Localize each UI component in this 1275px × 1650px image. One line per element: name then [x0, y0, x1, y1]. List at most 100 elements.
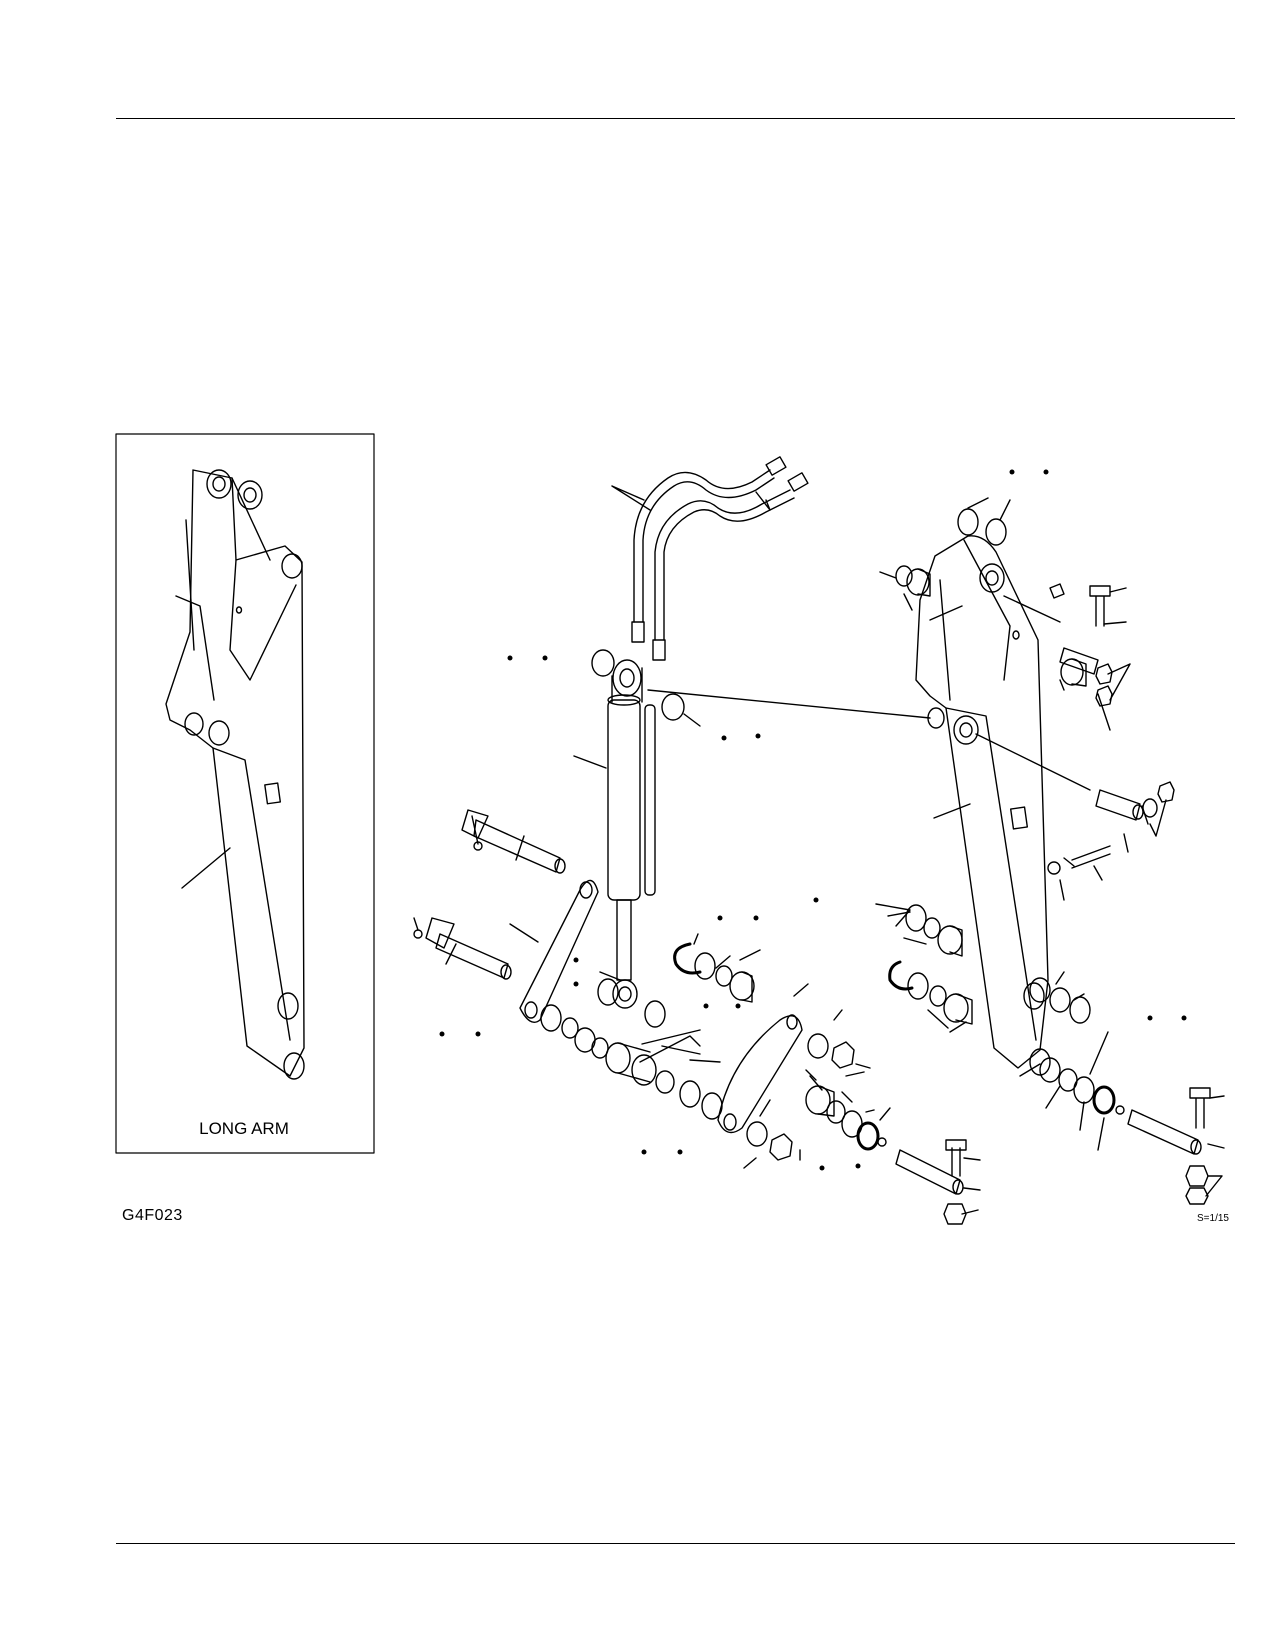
washer [591, 649, 615, 677]
o-ring [1092, 1085, 1116, 1115]
boom-bushing-mid [953, 715, 979, 745]
link-plate-right [717, 983, 871, 1169]
leader [743, 983, 865, 1169]
hose-fitting-1 [765, 456, 787, 476]
bottom-rule [116, 1543, 1235, 1544]
pin [1095, 789, 1141, 821]
nut [1185, 1187, 1209, 1205]
hose-2 [654, 489, 791, 641]
bushing-top-left [206, 469, 232, 499]
nut [1095, 663, 1113, 685]
inset-frame [115, 433, 375, 1154]
leader [509, 923, 539, 943]
washer [591, 1037, 609, 1059]
boom-body [915, 535, 1049, 1069]
washer [746, 1121, 768, 1147]
washer [1069, 996, 1091, 1024]
cylinder-head-eye [612, 659, 642, 697]
bushing-pivot-right [208, 720, 230, 746]
boom-bushing-bottom [1029, 1048, 1051, 1076]
nut [1157, 781, 1175, 803]
cylinder-tube-line [644, 704, 656, 896]
bushing [1029, 977, 1051, 1003]
center-bushing-stack [540, 933, 761, 1120]
snap-ring [888, 960, 914, 991]
washer [907, 972, 929, 1000]
washer [715, 965, 733, 987]
washer [597, 978, 619, 1006]
pin [1127, 1109, 1199, 1155]
leader [599, 933, 761, 1063]
washer [957, 508, 979, 536]
cylinder-rod-eye [612, 979, 638, 1009]
leader [809, 1075, 981, 1215]
boom-plate [1009, 806, 1029, 830]
washer [1049, 987, 1071, 1013]
hydraulic-hoses [611, 456, 809, 661]
snap-ring [673, 942, 702, 975]
bushing-top-right [237, 480, 263, 510]
leader [879, 571, 1167, 901]
grease-fitting [877, 1137, 887, 1147]
inset-label: LONG ARM [199, 1119, 289, 1138]
washer [1073, 1076, 1095, 1104]
arm-plate [264, 782, 282, 805]
pin-upper [473, 819, 561, 873]
bushing [631, 1054, 657, 1086]
washer [985, 518, 1007, 546]
boom-bushing-lower [1023, 982, 1045, 1010]
hydraulic-cylinder [573, 649, 701, 1009]
bushing [729, 971, 755, 1001]
bolt [945, 1139, 967, 1177]
boom-hardware [875, 497, 1225, 1205]
lower-bushing-stack [805, 1075, 981, 1225]
cotter-pin [855, 1063, 871, 1069]
boom-assembly [647, 535, 1091, 1076]
scale-note: S=1/15 [1197, 1213, 1229, 1224]
washer [905, 904, 927, 932]
boom-bushing-top [979, 563, 1005, 593]
washer [694, 952, 716, 980]
link-plate-left [509, 879, 599, 1023]
grease-fitting [1115, 1105, 1125, 1115]
callout-dots [439, 469, 1187, 1171]
grease-fitting [413, 929, 423, 939]
leader [933, 803, 971, 819]
washer [540, 1004, 562, 1032]
bushing-pivot-left [184, 712, 204, 736]
long-arm-body [165, 469, 305, 1077]
bolt [1063, 845, 1111, 869]
bushing [937, 925, 963, 955]
bushing [805, 1085, 831, 1115]
bushing-bottom [283, 1052, 305, 1080]
bushing [943, 993, 969, 1023]
washer [644, 1000, 666, 1028]
washer [807, 1033, 829, 1059]
washer [826, 1100, 846, 1124]
leader [887, 911, 967, 1033]
leader [573, 755, 607, 769]
leader [1019, 971, 1225, 1197]
bolt [1189, 1087, 1211, 1129]
nut [1095, 685, 1113, 707]
pin [1059, 647, 1099, 675]
top-rule [116, 118, 1235, 119]
washer [655, 1070, 675, 1094]
nut [831, 1041, 855, 1069]
hose-1 [633, 469, 771, 623]
long-arm-inset [115, 433, 375, 1154]
bushing-lower [277, 992, 299, 1020]
pin [895, 1149, 961, 1195]
bushing [605, 1042, 631, 1074]
left-pins [413, 809, 566, 980]
bolt [1089, 585, 1111, 627]
washer [661, 693, 685, 721]
bushing [1060, 658, 1084, 686]
cylinder-rod [616, 899, 632, 981]
grease-fitting [1049, 583, 1065, 599]
nut [769, 1133, 793, 1161]
nut [1185, 1165, 1209, 1187]
leader [181, 847, 231, 889]
link-line [647, 595, 1091, 791]
